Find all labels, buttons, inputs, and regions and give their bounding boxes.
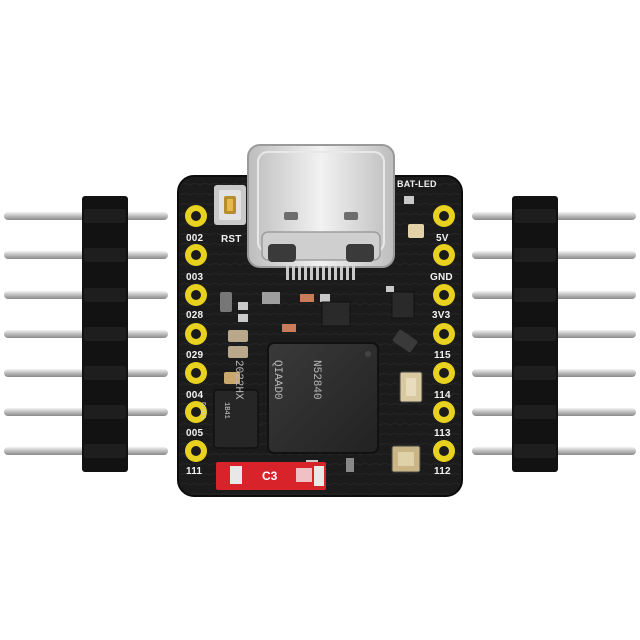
main-chip-line-0: N52840	[310, 360, 322, 400]
left-pad-4	[185, 362, 207, 384]
left-pin-label-0: 002	[186, 233, 204, 244]
small-chip-line-1: D2B3	[198, 402, 206, 419]
usb-finger-2	[298, 266, 301, 280]
left-pin-label-5: 005	[186, 428, 204, 439]
left-pin-label-3: 029	[186, 350, 204, 361]
left-pad-1	[185, 244, 207, 266]
usb-c-connector	[247, 144, 395, 268]
rst-label: RST	[221, 234, 242, 245]
right-pin-label-5: 113	[434, 428, 451, 439]
right-header-ridge-0	[514, 209, 556, 223]
right-pin-label-4: 114	[434, 390, 451, 401]
left-header-ridge-4	[84, 366, 126, 380]
usb-finger-4	[310, 266, 313, 280]
left-pad-5	[185, 401, 207, 423]
right-header-ridge-4	[514, 366, 556, 380]
left-header-ridge-3	[84, 327, 126, 341]
right-pin-label-6: 112	[434, 466, 451, 477]
usb-contact-fingers	[286, 266, 355, 280]
left-pad-0	[185, 205, 207, 227]
right-header-ridge-6	[514, 444, 556, 458]
small-chip-marking: 1B41 D2B3	[182, 402, 246, 419]
usb-finger-1	[292, 266, 295, 280]
right-pad-4	[433, 362, 455, 384]
right-gold-pads	[433, 205, 455, 462]
small-chip-left	[213, 389, 259, 449]
right-pin-label-1: GND	[430, 272, 453, 283]
main-chip-marking: N52840 QIAAD0 2022HX	[205, 360, 348, 400]
right-pad-3	[433, 323, 455, 345]
left-gold-pads	[185, 205, 207, 462]
right-header-ridge-1	[514, 248, 556, 262]
pcb-board	[177, 144, 463, 497]
usb-finger-7	[328, 266, 331, 280]
usb-finger-9	[340, 266, 343, 280]
right-header-ridge-3	[514, 327, 556, 341]
left-pad-2	[185, 284, 207, 306]
right-pad-1	[433, 244, 455, 266]
right-pad-5	[433, 401, 455, 423]
usb-finger-5	[316, 266, 319, 280]
left-pad-6	[185, 440, 207, 462]
right-header-ridge-5	[514, 405, 556, 419]
left-header-ridge-5	[84, 405, 126, 419]
right-pin-header	[472, 196, 636, 472]
main-chip-line-2: 2022HX	[232, 360, 244, 400]
left-pin-header	[4, 196, 168, 472]
usb-finger-8	[334, 266, 337, 280]
usb-finger-6	[322, 266, 325, 280]
usb-finger-3	[304, 266, 307, 280]
c3-logo-text: C3	[262, 469, 278, 483]
left-pin-label-4: 004	[186, 390, 204, 401]
red-mask-logo-area	[216, 462, 326, 490]
left-header-ridge-1	[84, 248, 126, 262]
right-pin-label-2: 3V3	[432, 310, 451, 321]
left-pin-label-2: 028	[186, 310, 204, 321]
reset-button	[214, 185, 246, 225]
right-pin-label-3: 115	[434, 350, 451, 361]
left-header-ridge-0	[84, 209, 126, 223]
left-pad-3	[185, 323, 207, 345]
usb-finger-0	[286, 266, 289, 280]
left-header-ridge-6	[84, 444, 126, 458]
right-header-ridge-2	[514, 288, 556, 302]
right-pad-0	[433, 205, 455, 227]
left-pin-label-6: 111	[186, 466, 203, 477]
main-chip-line-1: QIAAD0	[271, 360, 283, 400]
main-mcu-chip	[267, 342, 379, 454]
right-pin-label-0: 5V	[436, 233, 449, 244]
right-pad-2	[433, 284, 455, 306]
left-pin-label-1: 003	[186, 272, 204, 283]
right-pad-6	[433, 440, 455, 462]
usb-finger-11	[352, 266, 355, 280]
usb-finger-10	[346, 266, 349, 280]
left-header-ridge-2	[84, 288, 126, 302]
small-chip-line-0: 1B41	[222, 402, 230, 419]
bat-led-label: BAT-LED	[397, 179, 437, 189]
